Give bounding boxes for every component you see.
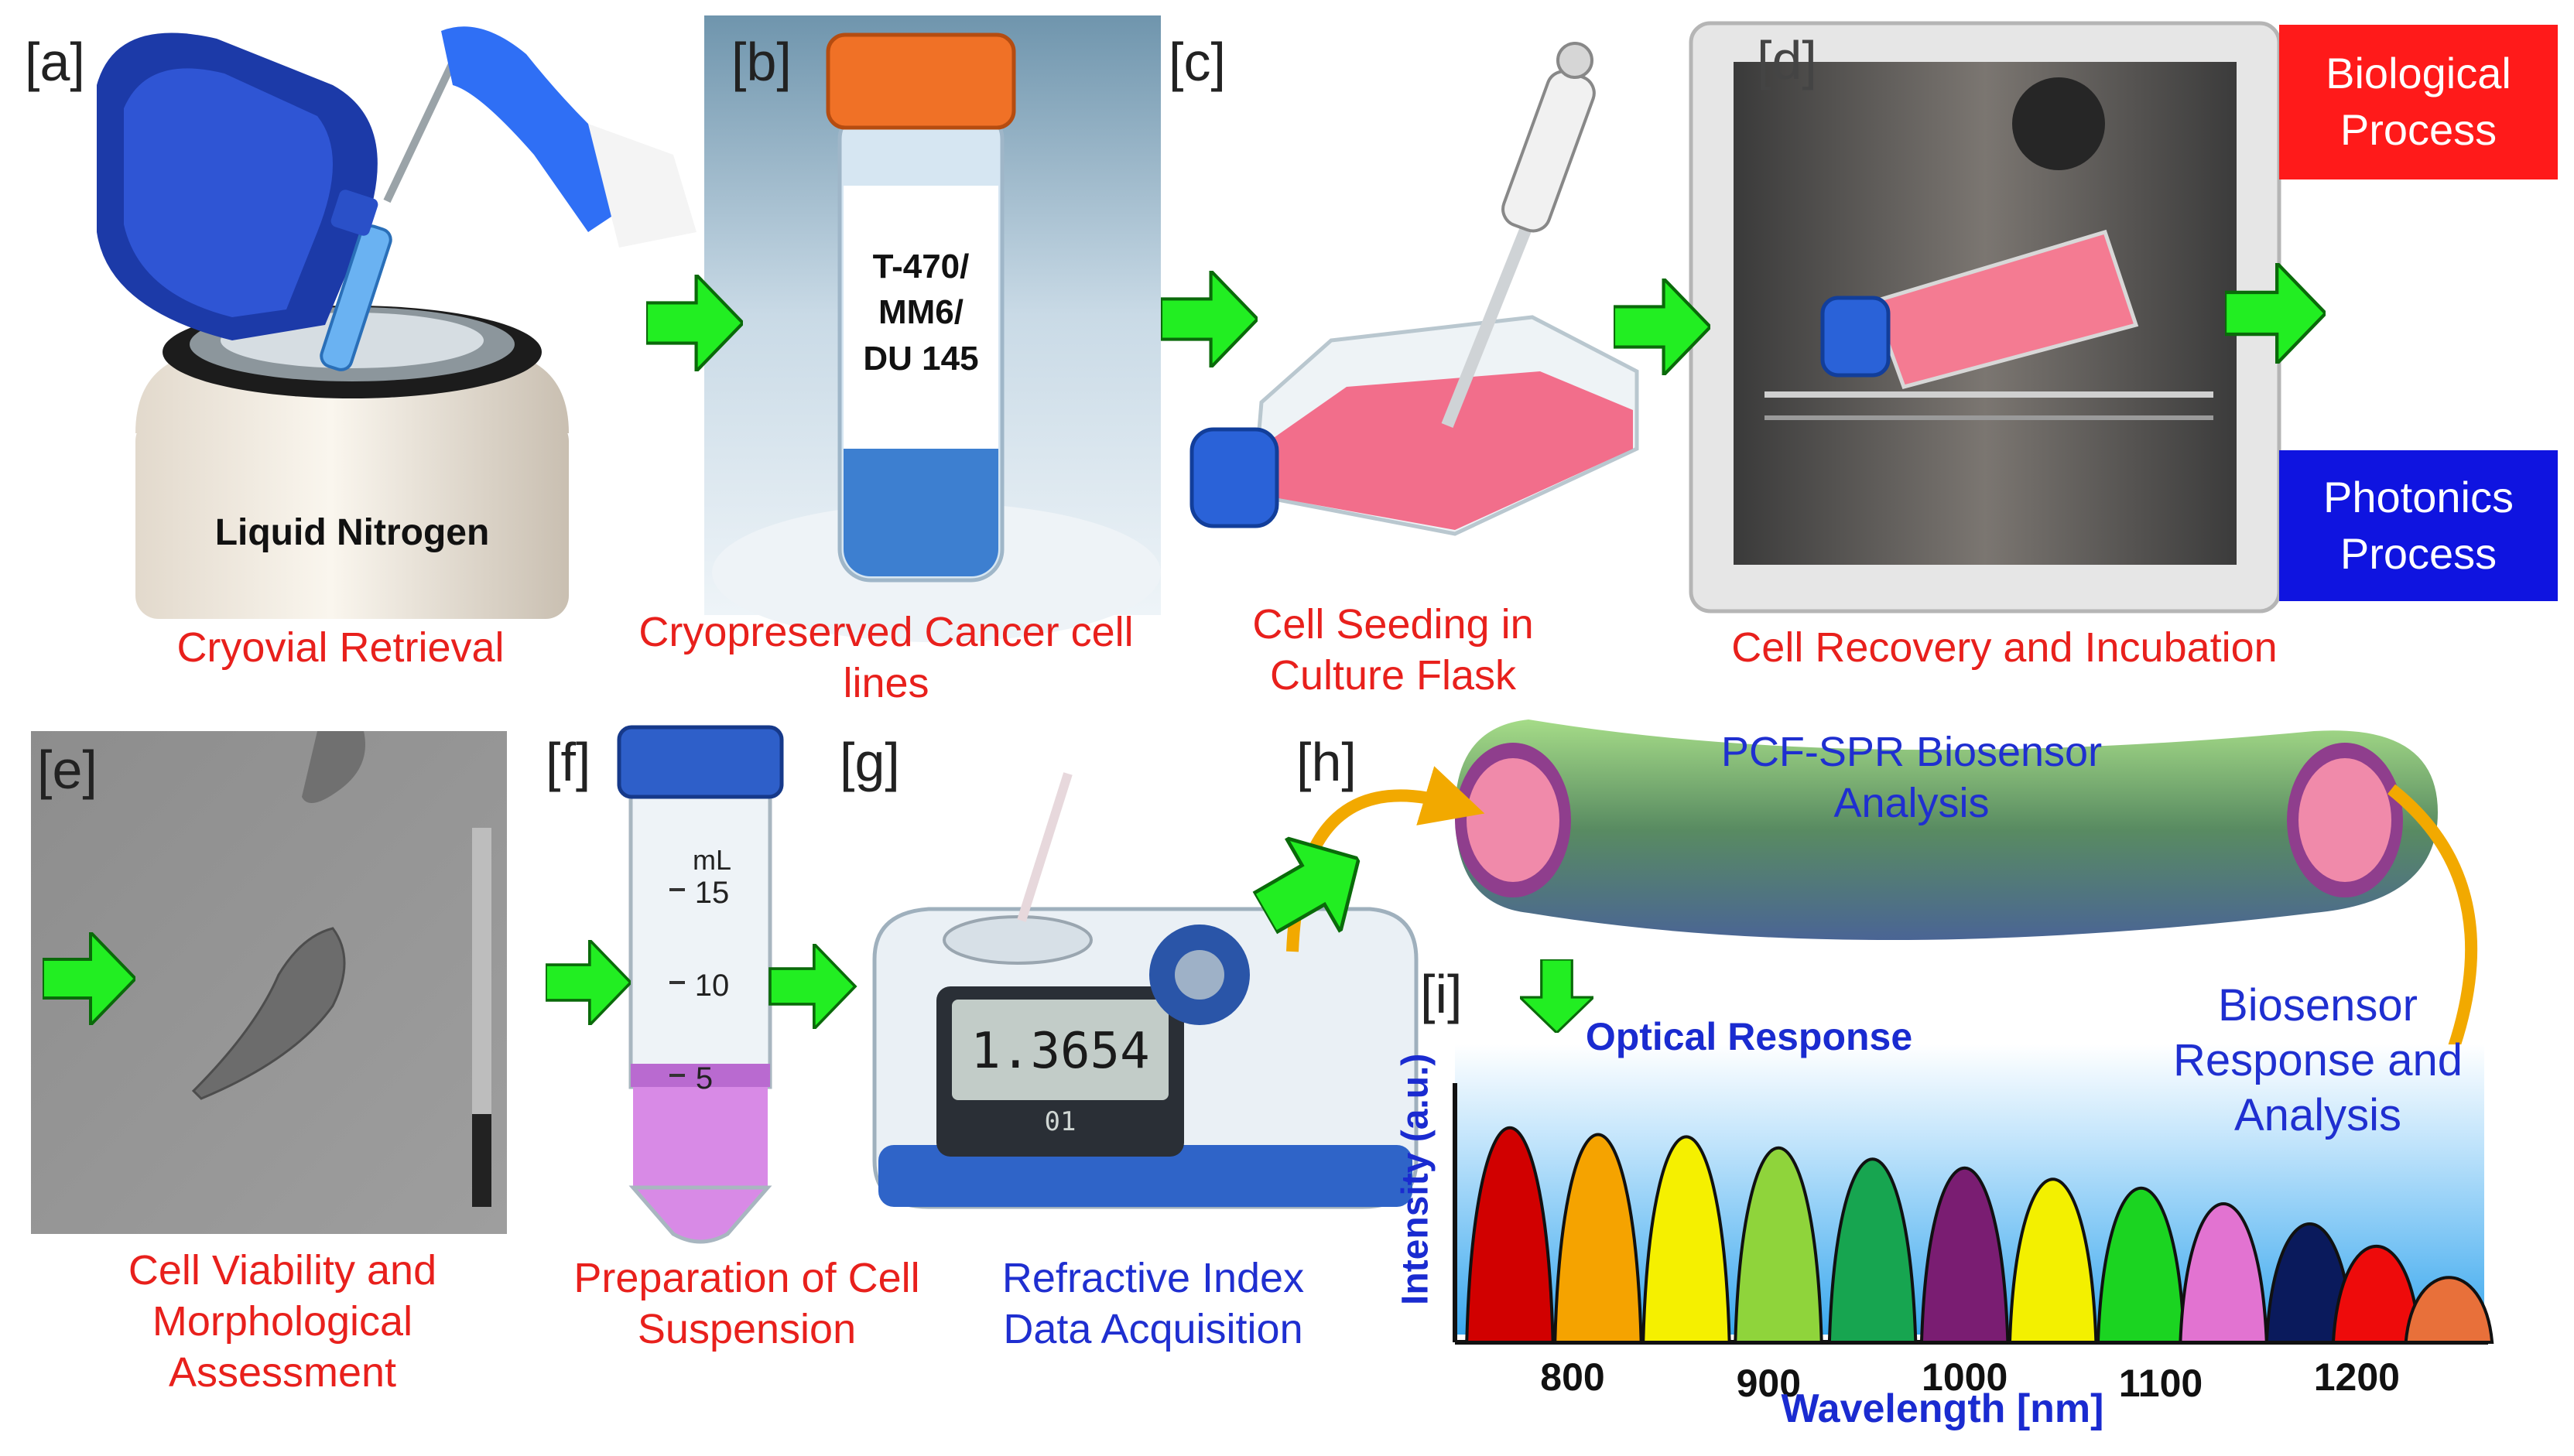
peak-9 <box>2179 1202 2268 1344</box>
tag-a: [a] <box>25 32 85 92</box>
panel-h-pcf-fiber-illustration <box>1286 719 2478 1165</box>
tag-c: [c] <box>1169 32 1226 92</box>
caption-i: Biosensor Response and Analysis <box>2172 980 2463 1140</box>
panel-e-micrograph-illustration <box>31 731 507 1234</box>
tube-unit: mL <box>692 844 731 876</box>
tag-i: [i] <box>1420 964 1463 1024</box>
x-tick-900: 900 <box>1737 1362 1801 1405</box>
tube-5: 5 <box>695 1061 714 1095</box>
caption-d: Cell Recovery and Incubation <box>1731 624 2278 671</box>
tag-f: [f] <box>546 732 591 792</box>
vial-line-2: MM6/ <box>878 293 964 332</box>
peak-8 <box>2096 1187 2186 1344</box>
refractometer-display-small: 01 <box>1044 1106 1076 1137</box>
arrow-e-f <box>546 940 631 1025</box>
refractometer-display: 1.3654 <box>970 1023 1150 1080</box>
legend-biological: Biological Process <box>2279 25 2558 179</box>
peak-3 <box>1641 1135 1731 1344</box>
caption-a: Cryovial Retrieval <box>176 624 505 671</box>
vial-line-1: T-470/ <box>872 248 970 285</box>
x-tick-800: 800 <box>1540 1355 1604 1399</box>
chart-title: Optical Response <box>1585 1015 1913 1058</box>
optical-response-chart: 800 900 1000 1100 1200 <box>1453 1044 2494 1405</box>
dewar-label: Liquid Nitrogen <box>214 512 490 553</box>
panel-f-tube-illustration <box>617 725 784 1244</box>
tag-h: [h] <box>1296 732 1357 792</box>
legend-photonics-label: Photonics Process <box>2323 472 2514 578</box>
caption-h: PCF-SPR Biosensor Analysis <box>1720 729 2103 826</box>
chart-xlabel: Wavelength [nm] <box>1781 1386 2104 1431</box>
panel-g-refractometer-illustration <box>872 772 1419 1209</box>
x-tick-1200: 1200 <box>2314 1355 2400 1399</box>
peak-12 <box>2404 1276 2494 1344</box>
caption-g: Refractive Index Data Acquisition <box>1001 1255 1305 1352</box>
tag-d: [d] <box>1757 30 1817 91</box>
peak-7 <box>2008 1177 2098 1344</box>
arrow-f-g <box>770 944 855 1029</box>
panel-d-incubator-illustration <box>1689 21 2281 614</box>
x-tick-1100: 1100 <box>2119 1362 2203 1405</box>
arrow-b-c <box>1161 271 1258 367</box>
caption-f: Preparation of Cell Suspension <box>573 1255 920 1352</box>
panel-c-flask-illustration <box>1189 42 1639 536</box>
legend-photonics: Photonics Process <box>2279 450 2558 601</box>
caption-e: Cell Viability and Morphological Assessm… <box>128 1247 437 1396</box>
tube-15: 15 <box>694 876 730 910</box>
chart-ylabel: Intensity (a.u.) <box>1395 1053 1436 1305</box>
peak-2 <box>1553 1133 1643 1344</box>
peak-6 <box>1919 1167 2010 1344</box>
vial-label: T-470/ MM6/ DU 145 <box>844 244 998 381</box>
peak-1 <box>1465 1126 1555 1344</box>
caption-b: Cryopreserved Cancer cell lines <box>638 609 1134 706</box>
caption-c: Cell Seeding in Culture Flask <box>1252 601 1534 699</box>
panel-b-vial-illustration <box>704 15 1161 642</box>
peak-4 <box>1734 1146 1823 1344</box>
panel-a-dewar-illustration <box>97 26 697 619</box>
vial-line-3: DU 145 <box>863 339 979 378</box>
tube-10: 10 <box>694 969 730 1003</box>
x-tick-1000: 1000 <box>1922 1355 2008 1399</box>
legend-biological-label: Biological Process <box>2326 49 2511 154</box>
peak-5 <box>1827 1157 1918 1344</box>
tag-g: [g] <box>840 732 900 792</box>
tag-e: [e] <box>37 740 98 800</box>
tag-b: [b] <box>731 32 792 92</box>
